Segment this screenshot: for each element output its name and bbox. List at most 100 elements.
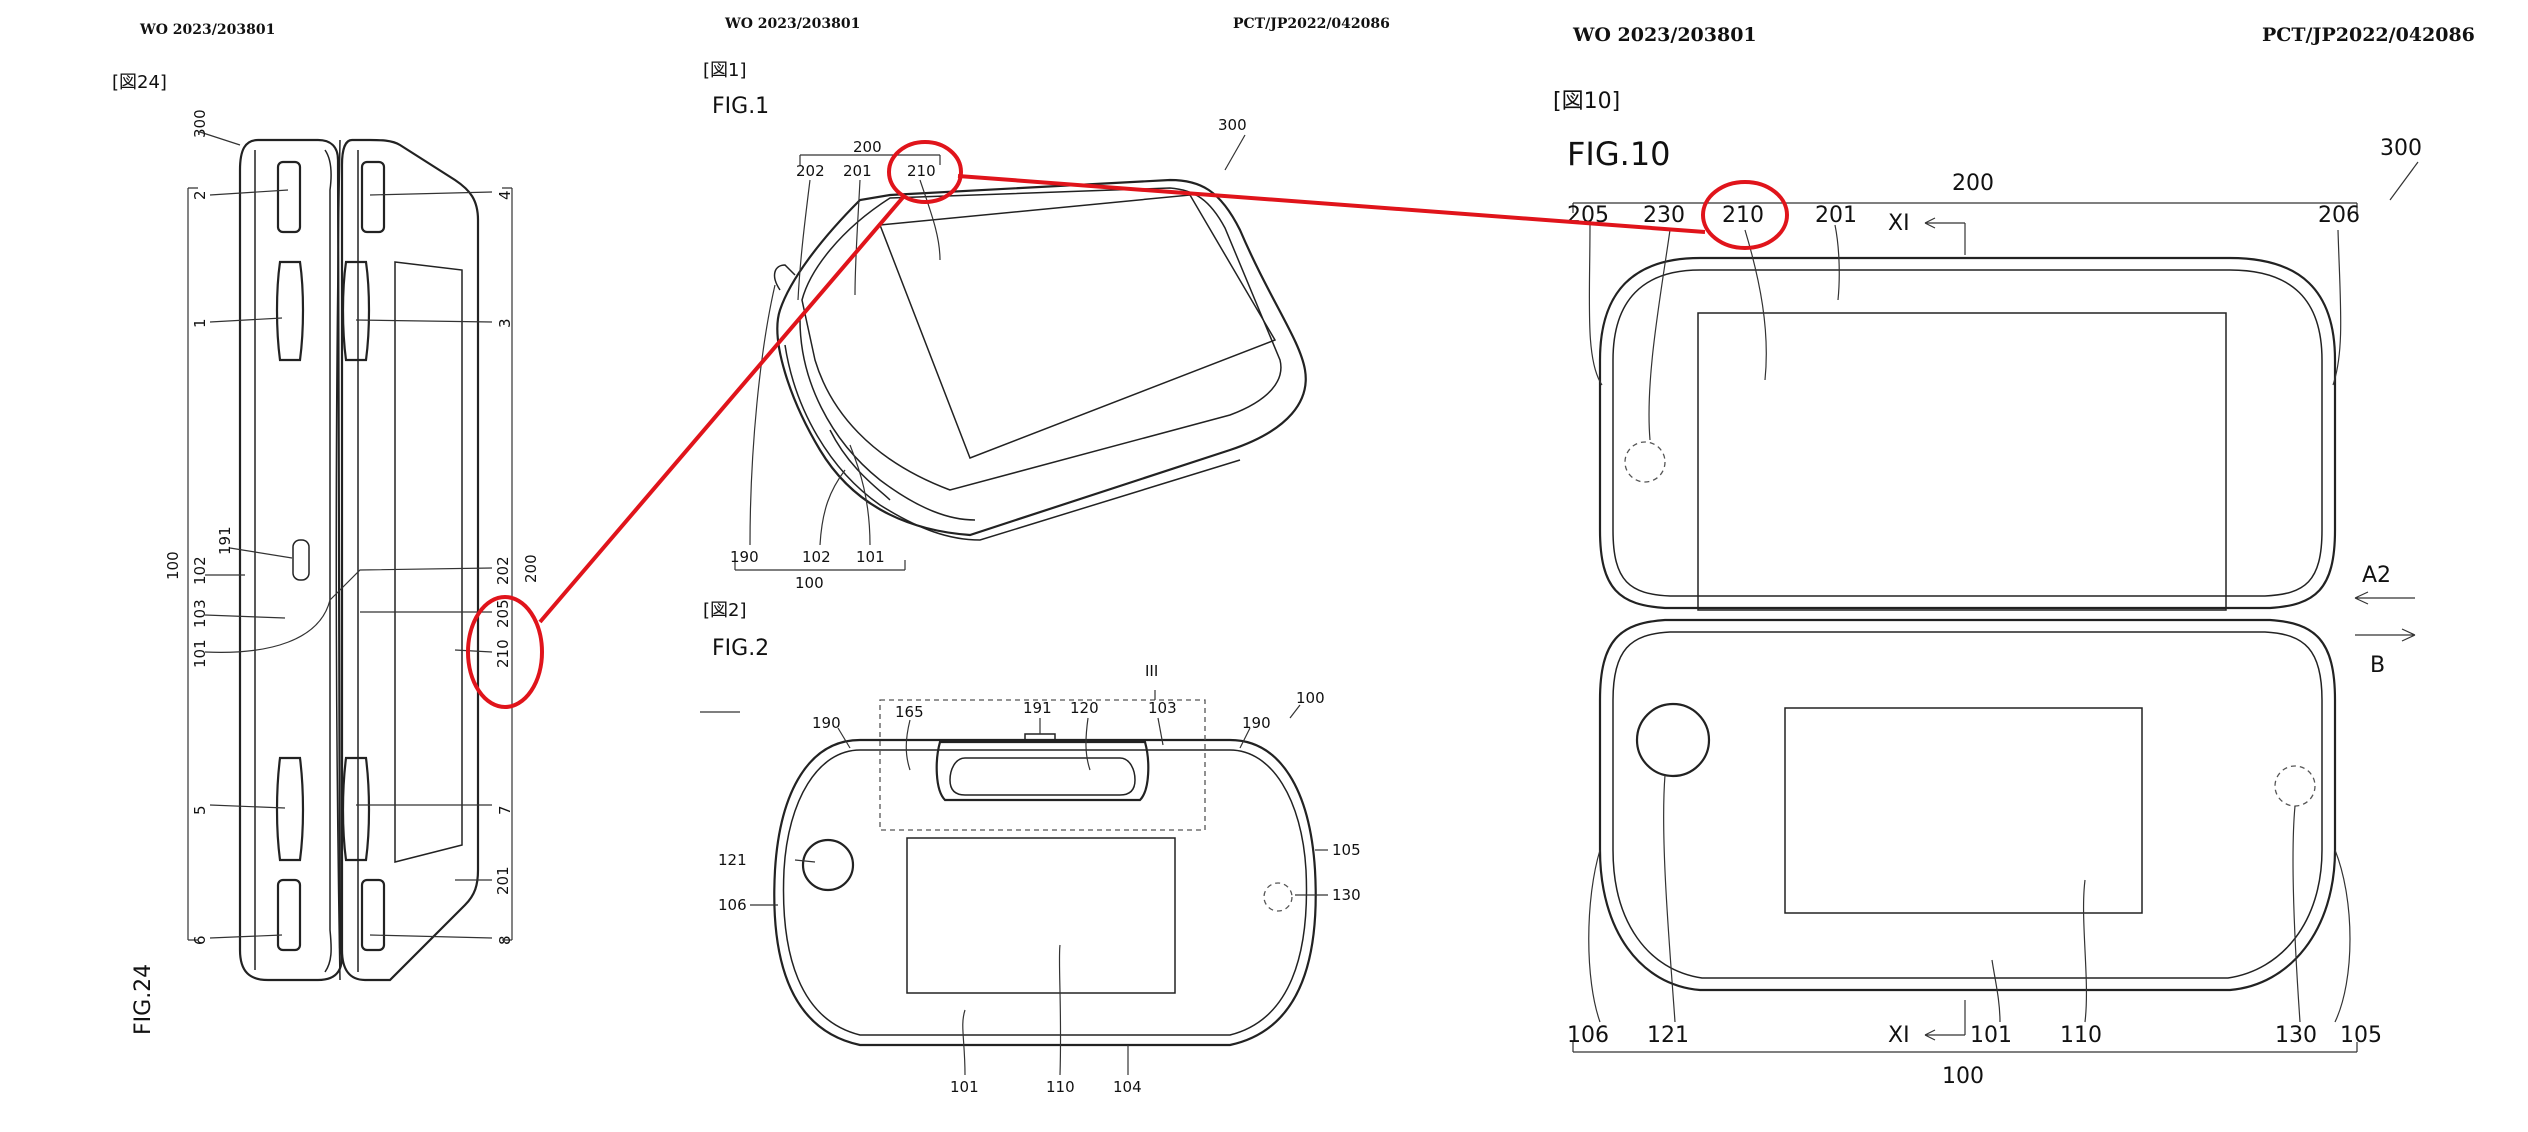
fig2-ref-191: 191 <box>1023 699 1052 717</box>
fig2-sensor-130 <box>1263 882 1293 912</box>
fig2-stick-121 <box>801 838 855 892</box>
fig24-ref-3: 3 <box>496 318 514 328</box>
red-annotations <box>466 140 1789 709</box>
fig24-label: FIG.24 <box>131 964 156 1035</box>
fig10-ref-300: 300 <box>2380 136 2422 161</box>
left-pub-number: WO 2023/203801 <box>139 22 275 38</box>
fig2-ref-120: 120 <box>1070 699 1099 717</box>
fig2-ref-iii: III <box>1145 662 1158 680</box>
fig10-ref-130: 130 <box>2275 1023 2317 1048</box>
fig2-ref-104: 104 <box>1113 1078 1142 1096</box>
fig24-ref-101: 101 <box>191 639 209 668</box>
fig10-camera-230 <box>1624 441 1666 483</box>
fig10-lower-display-110 <box>1784 707 2143 914</box>
fig2-ref-130: 130 <box>1332 886 1361 904</box>
annotation-link-fig24-to-fig1 <box>538 193 907 624</box>
fig2-ref-121: 121 <box>718 851 747 869</box>
fig2-ref-190-right: 190 <box>1242 714 1271 732</box>
fig24-bracket: [図24] <box>112 72 167 93</box>
fig10-ref-230: 230 <box>1643 203 1685 228</box>
fig10-upper-unit <box>1598 256 2337 610</box>
fig10-lower-unit <box>1598 618 2337 992</box>
fig10-ref-110: 110 <box>2060 1023 2102 1048</box>
fig1-ref-100: 100 <box>795 574 824 592</box>
fig2-ref-190-left: 190 <box>812 714 841 732</box>
fig24-ref-5: 5 <box>191 805 209 815</box>
fig2: [図2] FIG.2 III 165 19 <box>700 600 1361 1096</box>
right-app-number: PCT/JP2022/042086 <box>2262 24 2475 46</box>
fig24-buttons <box>275 160 386 952</box>
fig10-sensor-130 <box>2274 765 2316 807</box>
fig10-ref-201: 201 <box>1815 203 1857 228</box>
fig10-arrow-a2 <box>2354 591 2415 605</box>
fig10-ref-121: 121 <box>1647 1023 1689 1048</box>
fig2-bracket: [図2] <box>703 600 747 621</box>
annotation-circle-fig10-210 <box>1701 180 1789 250</box>
fig24-ref-6: 6 <box>191 935 209 945</box>
fig10-upper-display-210 <box>1697 312 2227 611</box>
fig10-ref-xi-bottom: XI <box>1888 1023 1910 1048</box>
fig24-ref-1: 1 <box>191 318 209 328</box>
fig24-ref-191: 191 <box>216 526 234 555</box>
right-pub-number: WO 2023/203801 <box>1572 24 1757 46</box>
fig1-ref-200: 200 <box>853 138 882 156</box>
fig1-ref-102: 102 <box>802 548 831 566</box>
fig1: [図1] FIG.1 202 201 210 200 300 190 102 1… <box>703 60 1307 592</box>
fig24-ref-2: 2 <box>191 190 209 200</box>
fig1-ref-101: 101 <box>856 548 885 566</box>
fig24-ref-202: 202 <box>494 556 512 585</box>
fig10-ref-105: 105 <box>2340 1023 2382 1048</box>
fig10: [図10] FIG.10 <box>1553 89 2422 1089</box>
fig2-outer-body <box>773 738 1317 1047</box>
fig2-ref-105: 105 <box>1332 841 1361 859</box>
fig10-ref-a2: A2 <box>2362 563 2391 588</box>
fig24-ref-103: 103 <box>191 599 209 628</box>
fig1-bracket: [図1] <box>703 60 747 81</box>
fig2-label: FIG.2 <box>712 636 769 661</box>
fig10-ref-101: 101 <box>1970 1023 2012 1048</box>
fig2-ref-165: 165 <box>895 703 924 721</box>
fig1-ref-300: 300 <box>1218 116 1247 134</box>
middle-app-number: PCT/JP2022/042086 <box>1233 16 1390 32</box>
fig24-ref-205: 205 <box>494 599 512 628</box>
fig10-label: FIG.10 <box>1567 135 1671 173</box>
fig24-ref-8: 8 <box>496 935 514 945</box>
fig1-ref-202: 202 <box>796 162 825 180</box>
fig1-screen <box>878 194 1277 459</box>
fig10-ref-200: 200 <box>1952 171 1994 196</box>
fig2-top-slot <box>935 740 1150 802</box>
middle-pub-number: WO 2023/203801 <box>724 16 860 32</box>
fig10-bracket: [図10] <box>1553 89 1620 114</box>
fig2-ref-100: 100 <box>1296 689 1325 707</box>
fig10-arrow-b <box>2355 628 2416 642</box>
fig10-ref-100: 100 <box>1942 1064 1984 1089</box>
annotation-link-fig1-to-fig10 <box>957 174 1706 234</box>
fig1-ref-190: 190 <box>730 548 759 566</box>
fig24-ref-4: 4 <box>496 190 514 200</box>
fig24-ref-102: 102 <box>191 556 209 585</box>
fig10-ref-210: 210 <box>1722 203 1764 228</box>
fig24-lower-unit <box>238 138 343 982</box>
fig1-ref-210: 210 <box>907 162 936 180</box>
fig10-ref-b: B <box>2370 653 2385 678</box>
fig2-ref-110: 110 <box>1046 1078 1075 1096</box>
fig24: [図24] FIG.24 <box>112 72 540 1035</box>
fig24-ref-200: 200 <box>522 554 540 583</box>
fig24-ref-201: 201 <box>494 866 512 895</box>
fig24-button-191 <box>292 539 310 581</box>
fig2-region-iii <box>879 699 1206 831</box>
fig24-ref-300: 300 <box>191 109 209 138</box>
annotation-circle-fig24-210 <box>466 595 544 709</box>
fig24-ref-100: 100 <box>164 551 182 580</box>
fig10-ref-106: 106 <box>1567 1023 1609 1048</box>
fig2-ref-103: 103 <box>1148 699 1177 717</box>
fig1-label: FIG.1 <box>712 94 769 119</box>
fig1-outer-body <box>776 178 1307 537</box>
fig1-upper-housing <box>801 187 1282 491</box>
fig24-ref-7: 7 <box>496 805 514 815</box>
fig2-ref-106: 106 <box>718 896 747 914</box>
fig1-ref-201: 201 <box>843 162 872 180</box>
fig24-ref-210: 210 <box>494 639 512 668</box>
fig24-screen <box>394 261 463 863</box>
